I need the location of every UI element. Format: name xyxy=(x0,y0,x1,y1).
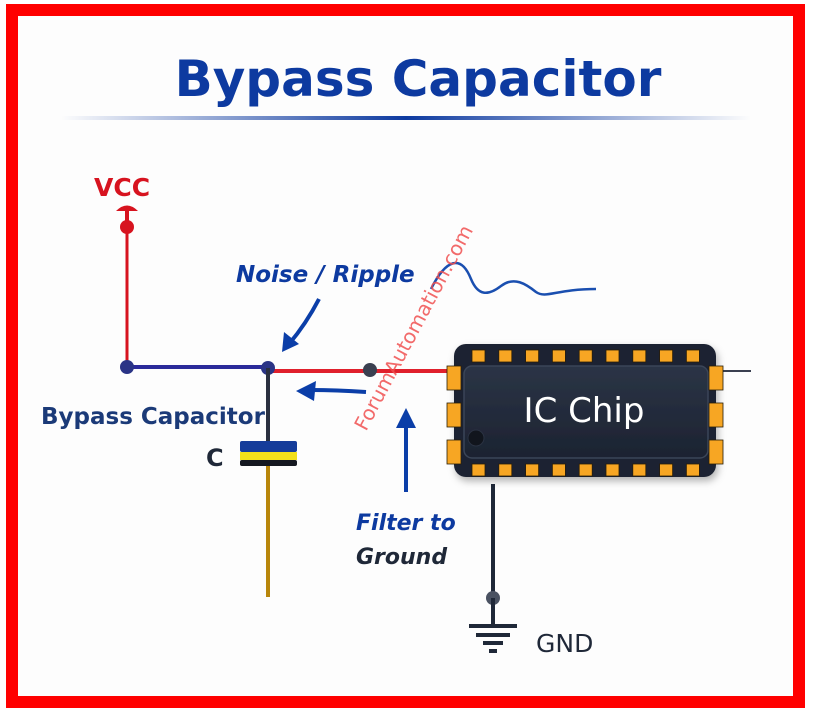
bypass-capacitor-diagram: Bypass Capacitor VCC GND IC Chip Noise /… xyxy=(41,50,751,658)
noise-waveform-icon xyxy=(429,261,597,296)
gnd-label: GND xyxy=(536,629,593,658)
capacitor-symbol-label: C xyxy=(206,444,224,472)
vcc-terminal-stem xyxy=(125,210,129,226)
chip-pin-top xyxy=(525,349,539,363)
ic-chip-label: IC Chip xyxy=(524,391,645,431)
chip-pin-right xyxy=(708,439,724,465)
chip-pin-bottom xyxy=(578,463,593,477)
capacitor-plate-top xyxy=(240,441,297,452)
chip-pin-left xyxy=(446,439,462,465)
chip-pin1-dot-icon xyxy=(467,429,485,447)
chip-pin-top xyxy=(632,349,647,363)
page-title: Bypass Capacitor xyxy=(175,50,662,108)
chip-pin-bottom xyxy=(525,463,539,477)
chip-pin-right xyxy=(708,365,724,391)
noise-ripple-label: Noise / Ripple xyxy=(236,262,415,288)
chip-pin-bottom xyxy=(498,463,513,477)
ground-symbol-icon xyxy=(469,598,517,653)
chip-pin-left xyxy=(446,402,462,428)
capacitor-plate-bottom xyxy=(240,460,297,466)
chip-pin-bottom xyxy=(686,463,700,477)
vcc-node xyxy=(120,220,134,234)
ic-chip xyxy=(454,344,716,477)
chip-pins xyxy=(446,349,724,477)
capacitor-plate-middle xyxy=(240,452,297,460)
chip-pin-top xyxy=(578,349,593,363)
chip-pin-bottom xyxy=(552,463,566,477)
bypass-capacitor-label: Bypass Capacitor xyxy=(41,404,266,430)
filter-up-arrow-icon xyxy=(396,408,416,492)
chip-pin-top xyxy=(552,349,566,363)
filter-to-ground-label-line2: Ground xyxy=(356,545,447,570)
chip-pin-top xyxy=(659,349,673,363)
chip-pin-bottom xyxy=(632,463,647,477)
chip-pin-top xyxy=(605,349,620,363)
noise-arrow-icon xyxy=(282,298,321,352)
chip-pin-top xyxy=(498,349,513,363)
corner-node xyxy=(120,360,134,374)
vcc-label: VCC xyxy=(94,173,150,202)
chip-pin-top xyxy=(471,349,486,363)
chip-pin-right xyxy=(708,402,724,428)
filter-to-ground-label-line1: Filter to xyxy=(356,511,456,536)
chip-input-node xyxy=(363,363,377,377)
chip-pin-bottom xyxy=(471,463,486,477)
chip-pin-top xyxy=(686,349,700,363)
filter-left-arrow-icon xyxy=(296,381,367,401)
vcc-terminal-icon xyxy=(116,205,138,211)
chip-pin-bottom xyxy=(659,463,673,477)
title-underline xyxy=(61,116,751,120)
chip-pin-left xyxy=(446,365,462,391)
chip-pin-bottom xyxy=(605,463,620,477)
